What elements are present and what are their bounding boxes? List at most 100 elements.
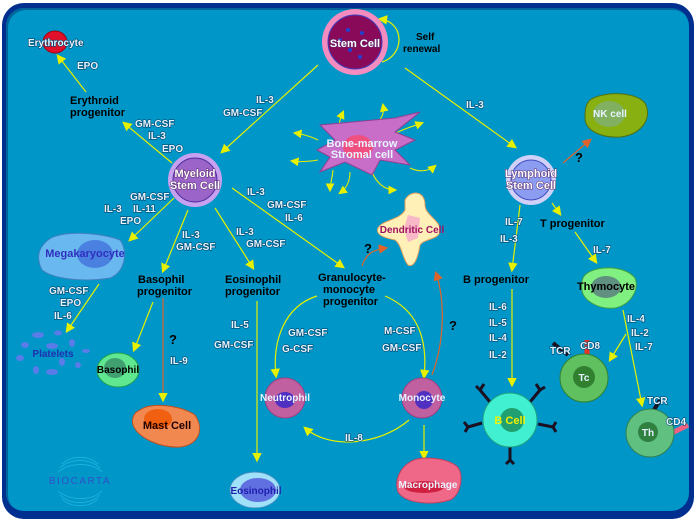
dendritic-cell[interactable]: Dendritic Cell — [376, 192, 445, 267]
basophil-prog-label-2: progenitor — [137, 286, 193, 298]
erythroid-label-2: progenitor — [70, 107, 126, 119]
eosinophil[interactable]: Eosinophil — [229, 471, 282, 509]
cytokine-label: GM-CSF — [288, 328, 327, 339]
unknown-mark-dendritic: ? — [364, 241, 372, 256]
mast-cell[interactable]: Mast Cell — [132, 404, 200, 448]
gm-prog-label-1: Granulocyte- — [318, 272, 386, 284]
cytokine-label: IL-3 — [466, 100, 484, 111]
platelets[interactable]: Platelets — [16, 330, 90, 376]
stromal-label-2: Stromal cell — [331, 149, 393, 161]
cytokine-label: GM-CSF — [214, 340, 253, 351]
dendritic-label: Dendritic Cell — [380, 225, 445, 236]
megakaryocyte[interactable]: Megakaryocyte — [38, 232, 126, 281]
arrow-gm-to-neutrophil — [270, 295, 318, 379]
gm-prog-label-2: monocyte — [323, 284, 375, 296]
th-label: Th — [642, 428, 654, 439]
myeloid-label-1: Myeloid — [175, 168, 216, 180]
unknown-mark: ? — [169, 332, 177, 347]
cytokine-label: GM-CSF — [135, 119, 174, 130]
cytokine-labels: EPO IL-3 GM-CSF IL-3 GM-CSF IL-3 EPO GM-… — [48, 60, 653, 444]
cytokine-label: IL-3 — [247, 187, 265, 198]
antibody-receptors — [462, 383, 558, 466]
arrow-basophil-prog-to-basophil — [132, 301, 154, 353]
myeloid-stem-cell[interactable]: Myeloid Stem Cell — [168, 153, 222, 207]
cytokine-label: IL-3 — [182, 230, 200, 241]
cytokine-label: IL-4 — [489, 333, 507, 344]
th-cell[interactable]: Th TCR CD4 — [625, 395, 690, 458]
lymphoid-stem-cell[interactable]: Lymphoid Stem Cell — [504, 155, 558, 205]
neutrophil[interactable]: Neutrophil — [260, 377, 310, 419]
cd4-label: CD4 — [666, 417, 686, 428]
cytokine-label: M-CSF — [384, 326, 416, 337]
cytokine-label: IL-11 — [133, 204, 156, 215]
cytokine-label: GM-CSF — [130, 192, 169, 203]
cytokine-label: IL-3 — [236, 227, 254, 238]
cytokine-label: IL-6 — [489, 302, 507, 313]
stromal-cell[interactable]: Bone-marrow Stromal cell — [315, 111, 421, 176]
cd8-label: CD8 — [580, 341, 600, 352]
arrow-thymocyte-to-tc — [608, 333, 627, 363]
cytokine-label: EPO — [120, 216, 141, 227]
self-renewal-label-1: Self — [416, 32, 435, 43]
arrow-gm-to-monocyte — [384, 295, 430, 380]
cytokine-label: GM-CSF — [382, 343, 421, 354]
erythrocyte[interactable]: Erythrocyte — [27, 30, 85, 54]
cytokine-label: IL-3 — [500, 234, 518, 245]
cytokine-label: EPO — [162, 144, 183, 155]
b-cell[interactable]: B Cell — [462, 383, 558, 466]
gm-prog-label-3: progenitor — [323, 296, 379, 308]
nk-cell-label: NK cell — [593, 109, 627, 120]
logo-text: BIOCARTA — [49, 476, 111, 487]
unknown-mark-nk: ? — [575, 150, 583, 165]
monocyte[interactable]: Monocyte — [399, 377, 446, 419]
lymphoid-label-2: Stem Cell — [506, 180, 556, 192]
tcr-label-2: TCR — [647, 396, 668, 407]
cytokine-label: GM-CSF — [223, 108, 262, 119]
stem-cell[interactable]: Stem Cell — [322, 9, 388, 75]
cytokine-label: IL-7 — [635, 342, 653, 353]
nk-cell[interactable]: NK cell — [584, 93, 648, 138]
cytokine-label: EPO — [77, 61, 98, 72]
erythroid-label-1: Erythroid — [70, 95, 119, 107]
cytokine-label: IL-8 — [345, 433, 363, 444]
cytokine-label: GM-CSF — [176, 242, 215, 253]
cytokine-label: EPO — [60, 298, 81, 309]
arrow-megakaryocyte-to-platelets — [65, 283, 100, 333]
lymphoid-label-1: Lymphoid — [505, 168, 557, 180]
cytokine-label: IL-3 — [256, 95, 274, 106]
cytokine-label: IL-5 — [231, 320, 249, 331]
cytokine-label: IL-6 — [54, 311, 72, 322]
tc-label: Tc — [579, 373, 590, 384]
tcr-receptor — [551, 341, 570, 357]
t-progenitor-label: T progenitor — [540, 218, 605, 230]
tcr-label-1: TCR — [550, 346, 571, 357]
macrophage[interactable]: Macrophage — [396, 457, 462, 504]
myeloid-label-2: Stem Cell — [170, 180, 220, 192]
cytokine-label: IL-4 — [627, 314, 645, 325]
arrow-thymocyte-to-th — [622, 309, 646, 408]
cytokine-label: IL-3 — [104, 204, 122, 215]
b-cell-label: B Cell — [494, 415, 525, 427]
cytokine-label: IL-6 — [285, 213, 303, 224]
arrow-self-renewal — [377, 15, 400, 63]
basophil-prog-label-1: Basophil — [138, 274, 184, 286]
cytokine-label: IL-2 — [489, 350, 507, 361]
arrow-lymphoid-to-b-prog — [508, 204, 521, 273]
basophil[interactable]: Basophil — [96, 352, 140, 388]
arrow-stem-to-lymphoid — [404, 67, 517, 149]
tc-cell[interactable]: Tc TCR CD8 — [549, 340, 609, 403]
arrow-myeloid-to-erythroid — [122, 121, 173, 164]
cytokine-label: GM-CSF — [49, 286, 88, 297]
arrow-monocyte-to-neutrophil — [303, 419, 410, 443]
arrows — [56, 15, 646, 463]
unknown-mark-monocyte-dendritic: ? — [449, 318, 457, 333]
arrow-lymphoid-to-t-prog — [551, 202, 562, 216]
neutrophil-label: Neutrophil — [260, 393, 310, 404]
mast-cell-label: Mast Cell — [143, 420, 191, 432]
eosinophil-prog-label-1: Eosinophil — [225, 274, 281, 286]
arrow-gm-to-dendritic — [361, 244, 389, 267]
arrow-myeloid-to-gm-prog — [231, 187, 345, 269]
thymocyte[interactable]: Thymocyte — [577, 267, 637, 309]
cytokine-label: IL-7 — [593, 245, 611, 256]
